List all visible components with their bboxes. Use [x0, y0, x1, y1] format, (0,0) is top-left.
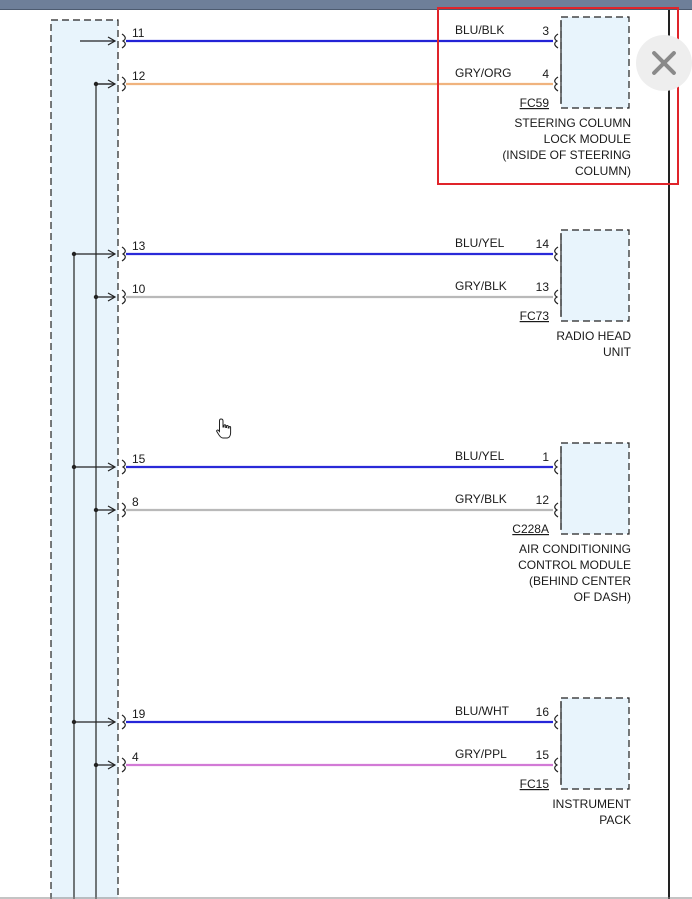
connector-id: FC73 — [520, 309, 550, 323]
hand-pointer-icon — [216, 418, 232, 439]
wire-color-code: BLU/YEL — [455, 236, 505, 250]
arrow-head — [107, 505, 117, 515]
arrow-head — [107, 36, 117, 46]
left-pin-number: 15 — [132, 452, 146, 466]
left-pin-number: 10 — [132, 282, 146, 296]
left-pin-number: 4 — [132, 750, 139, 764]
source-connector-block — [50, 19, 119, 899]
module-label-line: CONTROL MODULE — [518, 558, 631, 572]
arrow-head — [107, 717, 117, 727]
module-label-line: PACK — [599, 813, 631, 827]
right-pin-bracket — [554, 246, 559, 262]
right-pin-number: 13 — [536, 280, 550, 294]
right-pin-number: 4 — [542, 67, 549, 81]
right-pin-number: 12 — [536, 493, 550, 507]
left-pin-bracket — [121, 502, 126, 518]
left-pin-bracket — [121, 246, 126, 262]
right-pin-number: 14 — [536, 237, 550, 251]
highlight-box — [437, 7, 679, 185]
wire-color-code: BLU/WHT — [455, 704, 510, 718]
left-pin-bracket — [121, 33, 126, 49]
right-pin-number: 1 — [542, 450, 549, 464]
right-pin-bracket — [554, 76, 559, 92]
wire-color-code: GRY/ORG — [455, 66, 511, 80]
right-pin-bracket — [554, 502, 559, 518]
left-pin-number: 19 — [132, 707, 146, 721]
module-label-line: STEERING COLUMN — [514, 116, 631, 130]
right-pin-bracket — [554, 33, 559, 49]
connector-id: C228A — [512, 522, 549, 536]
module-label-line: OF DASH) — [574, 590, 631, 604]
arrow-head — [107, 292, 117, 302]
arrow-head — [107, 249, 117, 259]
wire-color-code: GRY/PPL — [455, 747, 507, 761]
arrow-head — [107, 79, 117, 89]
module-label-line: RADIO HEAD — [556, 329, 631, 343]
left-pin-bracket — [121, 757, 126, 773]
module-label-line: COLUMN) — [575, 164, 631, 178]
left-pin-bracket — [121, 459, 126, 475]
right-pin-number: 15 — [536, 748, 550, 762]
module-label-line: AIR CONDITIONING — [519, 542, 631, 556]
close-icon[interactable] — [636, 35, 692, 91]
window-top-bar — [0, 0, 692, 10]
wire-color-code: BLU/BLK — [455, 23, 504, 37]
left-pin-bracket — [121, 714, 126, 730]
connector-id: FC15 — [520, 777, 550, 791]
left-pin-bracket — [121, 289, 126, 305]
wire-color-code: BLU/YEL — [455, 449, 505, 463]
wire-color-code: GRY/BLK — [455, 279, 507, 293]
right-pin-bracket — [554, 459, 559, 475]
module-label-line: (BEHIND CENTER — [529, 574, 631, 588]
wire-color-code: GRY/BLK — [455, 492, 507, 506]
left-pin-number: 8 — [132, 495, 139, 509]
right-pin-bracket — [554, 714, 559, 730]
left-pin-number: 11 — [132, 26, 145, 40]
module-box — [560, 16, 630, 109]
module-label-line: UNIT — [603, 345, 632, 359]
module-box — [560, 697, 630, 790]
connector-id: FC59 — [520, 96, 550, 110]
module-label-line: LOCK MODULE — [544, 132, 631, 146]
arrow-head — [107, 760, 117, 770]
right-pin-bracket — [554, 289, 559, 305]
right-pin-number: 3 — [542, 24, 549, 38]
module-box — [560, 229, 630, 322]
right-pin-bracket — [554, 757, 559, 773]
arrow-head — [107, 462, 117, 472]
right-pin-number: 16 — [536, 705, 550, 719]
left-pin-number: 13 — [132, 239, 146, 253]
module-box — [560, 442, 630, 535]
left-pin-bracket — [121, 76, 126, 92]
left-pin-number: 12 — [132, 69, 146, 83]
module-label-line: (INSIDE OF STEERING — [502, 148, 631, 162]
module-label-line: INSTRUMENT — [552, 797, 631, 811]
